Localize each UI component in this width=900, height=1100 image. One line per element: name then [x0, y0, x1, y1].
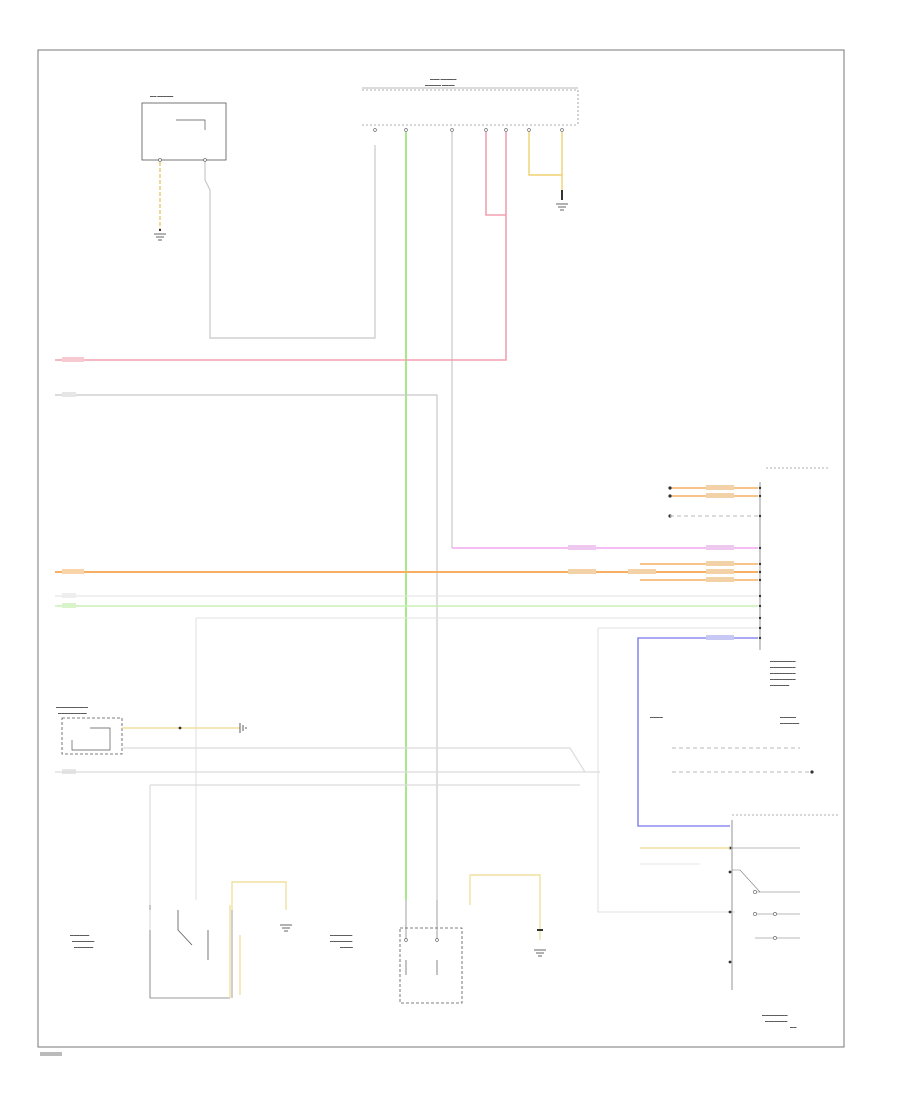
footer-label-mark [40, 1052, 62, 1056]
svg-text:▬▬▬▬: ▬▬▬▬ [340, 945, 354, 949]
ground-icon [239, 723, 247, 733]
svg-text:▬▬▬▬▬ ▬▬▬▬: ▬▬▬▬▬ ▬▬▬▬ [425, 83, 455, 87]
right-module: ▬▬▬▬▬▬▬▬ ▬▬▬▬▬▬▬▬ ▬▬▬▬▬▬▬▬ ▬▬▬▬▬▬▬▬ ▬▬▬▬… [568, 467, 828, 687]
svg-text:▬▬▬▬▬▬▬▬: ▬▬▬▬▬▬▬▬ [762, 1013, 788, 1017]
right-ground-area: ▬▬▬▬ ▬▬▬▬▬ ▬▬▬▬▬▬ [650, 715, 814, 774]
ground-icon [154, 233, 166, 241]
svg-text:▬▬▬▬▬▬▬▬: ▬▬▬▬▬▬▬▬ [770, 671, 796, 675]
top-left-component: ▬▬ ▬▬▬▬▬ [141, 94, 376, 339]
svg-text:▬▬▬▬▬▬: ▬▬▬▬▬▬ [780, 721, 800, 725]
svg-text:▬▬▬ ▬▬▬▬▬: ▬▬▬ ▬▬▬▬▬ [430, 77, 457, 81]
svg-text:▬▬▬▬▬▬▬▬▬: ▬▬▬▬▬▬▬▬▬ [58, 711, 88, 715]
svg-text:▬▬▬▬▬: ▬▬▬▬▬ [780, 715, 797, 719]
svg-text:▬▬▬▬▬▬▬▬: ▬▬▬▬▬▬▬▬ [770, 677, 796, 681]
bottom-right-box: ▬▬▬▬▬▬▬▬ ▬▬▬▬▬▬▬ ▬▬ [640, 814, 840, 1029]
bottom-left-switch: ▬▬▬▬▬▬ ▬▬▬▬▬▬▬ ▬▬▬▬▬▬ [70, 881, 292, 999]
yellow-wire-top [528, 132, 563, 200]
svg-text:▬▬▬▬▬▬: ▬▬▬▬▬▬ [70, 933, 90, 937]
seat-belt-switch: ▬▬▬▬▬▬▬▬▬▬ ▬▬▬▬▬▬▬▬▬ [55, 705, 600, 998]
svg-text:▬▬▬▬▬▬: ▬▬▬▬▬▬ [74, 945, 94, 949]
svg-text:▬▬▬▬: ▬▬▬▬ [650, 715, 664, 719]
ground-icon [534, 949, 546, 957]
svg-text:▬▬▬▬▬▬: ▬▬▬▬▬▬ [770, 683, 790, 687]
red-wire [55, 132, 507, 361]
bottom-center-switch: ▬▬▬▬▬▬▬ ▬▬▬▬▬▬▬ ▬▬▬▬ [330, 874, 546, 1004]
ground-icon [280, 924, 292, 932]
svg-text:▬▬: ▬▬ [790, 1025, 797, 1029]
svg-text:▬▬▬▬▬▬▬: ▬▬▬▬▬▬▬ [72, 939, 95, 943]
ground-icon [556, 203, 568, 211]
svg-text:▬▬▬▬▬▬▬▬: ▬▬▬▬▬▬▬▬ [770, 665, 796, 669]
gray-wire-395 [55, 394, 438, 900]
svg-text:▬▬▬▬▬▬▬: ▬▬▬▬▬▬▬ [330, 939, 353, 943]
blue-wire [637, 637, 758, 827]
diagram-frame [37, 49, 845, 1048]
svg-text:▬▬▬▬▬▬▬▬: ▬▬▬▬▬▬▬▬ [770, 659, 796, 663]
svg-text:▬▬▬▬▬▬▬: ▬▬▬▬▬▬▬ [330, 933, 353, 937]
svg-text:▬▬▬▬▬▬▬▬▬▬: ▬▬▬▬▬▬▬▬▬▬ [56, 705, 89, 709]
svg-text:▬▬ ▬▬▬▬▬: ▬▬ ▬▬▬▬▬ [150, 94, 174, 98]
top-center-module: ▬▬▬ ▬▬▬▬▬ ▬▬▬▬▬ ▬▬▬▬ [362, 77, 579, 132]
svg-text:▬▬▬▬▬▬▬: ▬▬▬▬▬▬▬ [765, 1019, 788, 1023]
